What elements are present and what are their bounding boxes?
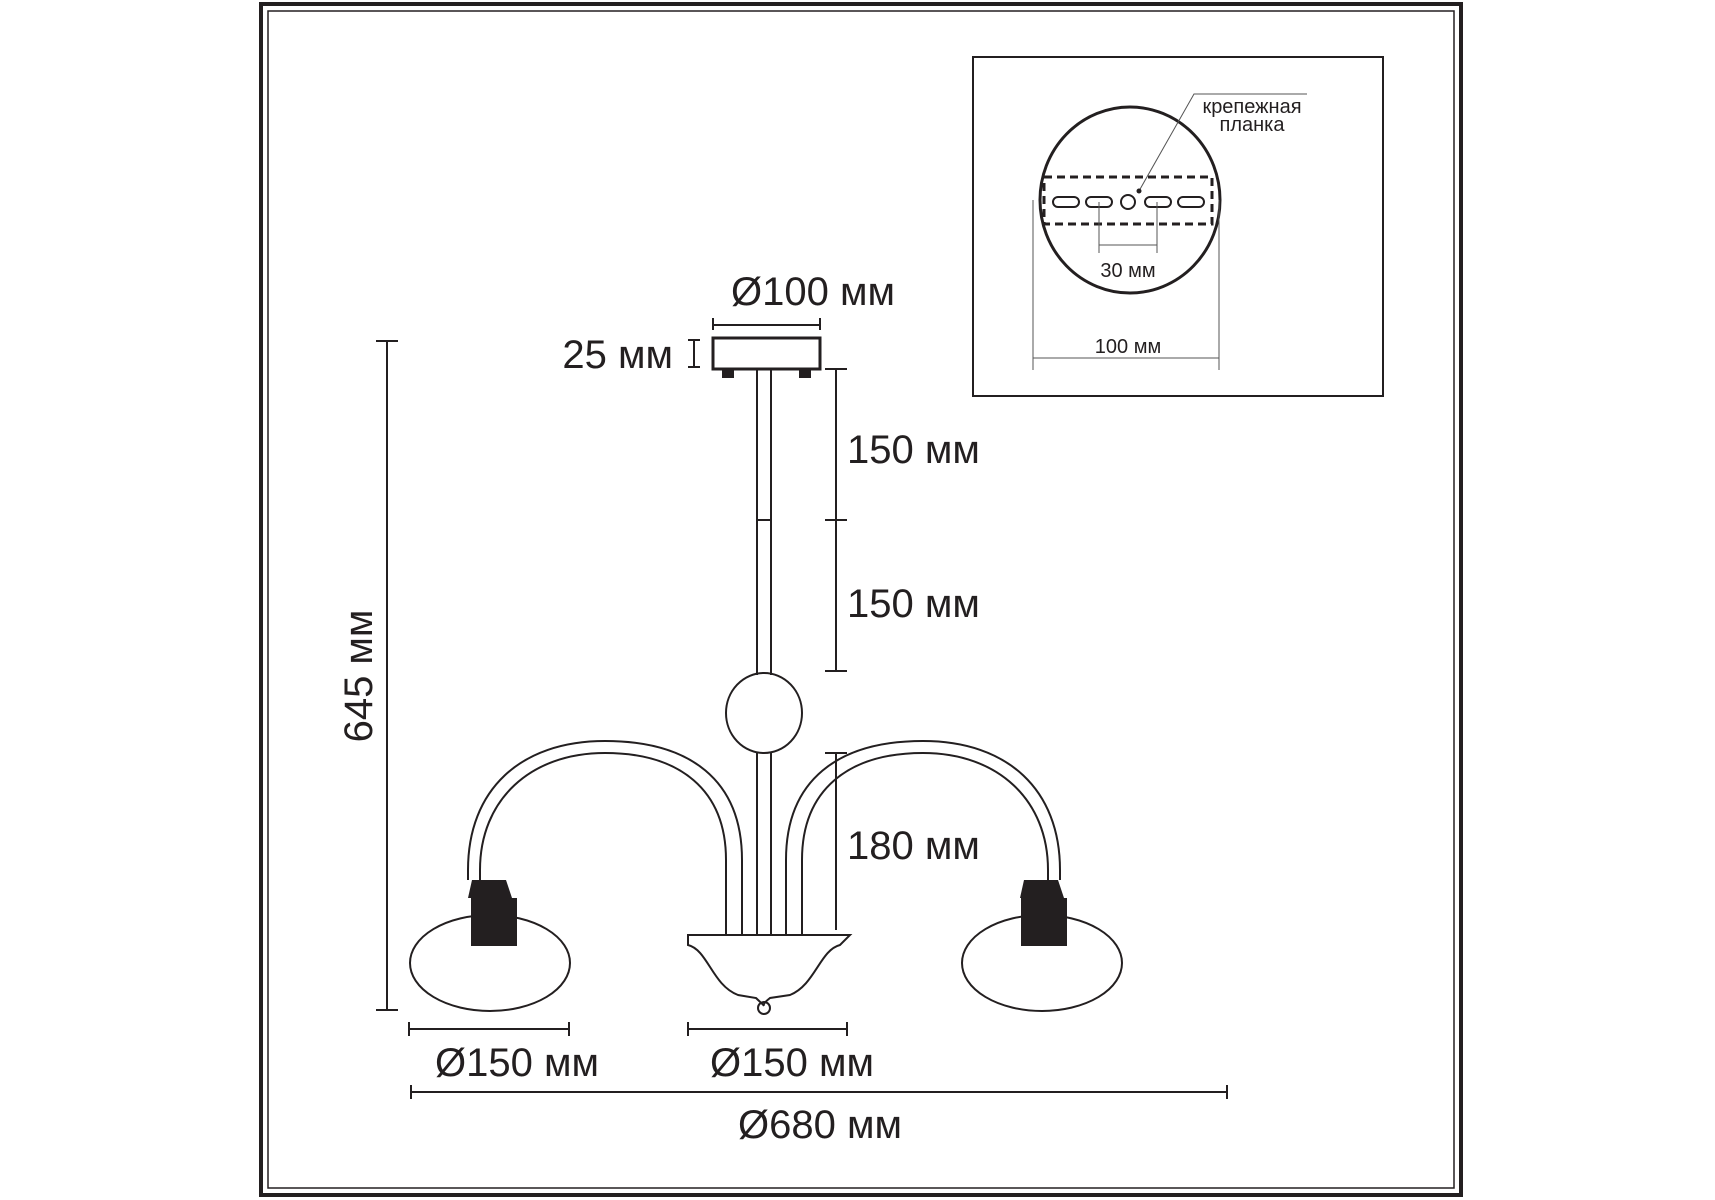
finial — [757, 1001, 771, 1015]
canopy-screw — [722, 369, 734, 378]
rod-upper-label: 150 мм — [847, 428, 980, 472]
plate-width-dimension — [1032, 200, 1220, 370]
outer-frame — [259, 2, 1463, 1197]
rod-lower-label: 150 мм — [847, 582, 980, 626]
inset-frame — [972, 56, 1384, 397]
left-arm — [479, 751, 727, 935]
shade-diameter-label: Ø150 мм — [435, 1041, 599, 1085]
leader-line — [1138, 93, 1307, 192]
canopy-height-label: 25 мм — [562, 333, 673, 377]
lamp — [409, 336, 1123, 1015]
dimension-lines — [376, 318, 1228, 1099]
canopy — [711, 336, 822, 371]
decorative-ball — [725, 672, 803, 754]
canopy-screw — [799, 369, 811, 378]
right-arm — [801, 751, 1049, 935]
left-arm-inner — [467, 739, 743, 935]
plate-width-label: 100 мм — [1095, 336, 1161, 358]
right-socket — [1021, 898, 1067, 946]
leader-dot — [1136, 188, 1142, 194]
hole-spacing-label: 30 мм — [1100, 260, 1155, 282]
bracket-slots — [1052, 194, 1205, 210]
left-socket — [471, 898, 517, 946]
right-arm-inner — [785, 739, 1061, 935]
center-bowl — [687, 934, 853, 1007]
bowl-diameter-label: Ø150 мм — [710, 1041, 874, 1085]
left-socket-cap — [468, 880, 512, 898]
hole-spacing-dimension — [1098, 202, 1158, 253]
total-diameter-label: Ø680 мм — [738, 1103, 902, 1147]
bracket-label-line1: крепежная — [1202, 96, 1301, 118]
arm-height-label: 180 мм — [847, 824, 980, 868]
bracket-label-line2: планка — [1220, 114, 1286, 136]
inner-frame — [267, 10, 1455, 1189]
total-height-label: 645 мм — [337, 610, 381, 743]
mounting-plate-inset: крепежная планка 30 мм 100 мм — [972, 56, 1384, 397]
right-socket-cap — [1020, 880, 1064, 898]
rod — [756, 369, 772, 935]
canopy-diameter-label: Ø100 мм — [731, 270, 895, 314]
canopy-circle — [1038, 105, 1222, 295]
bracket-outline — [1042, 175, 1214, 226]
